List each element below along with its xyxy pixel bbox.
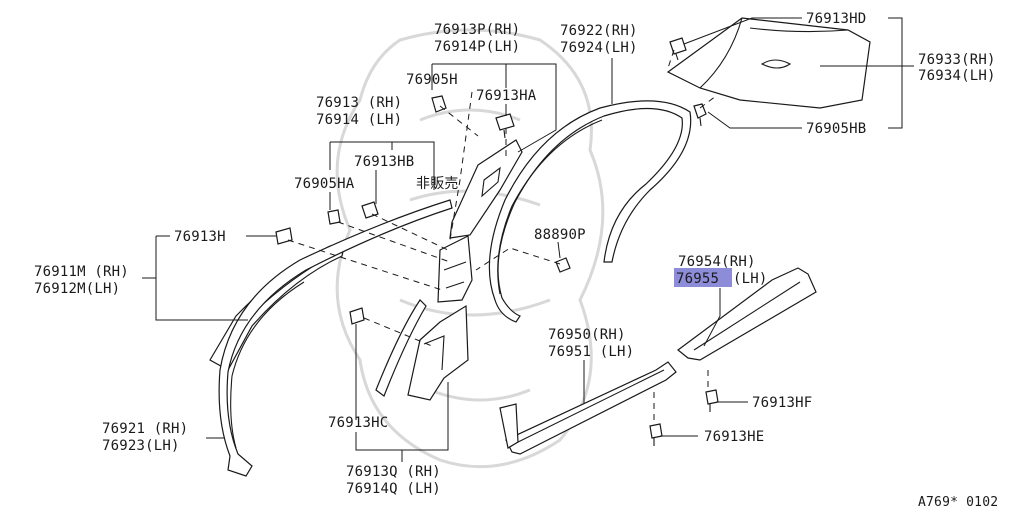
clip-76913HB[interactable] <box>361 201 379 219</box>
label-76905HB[interactable]: 76905HB <box>806 121 866 137</box>
rear-kicking-plate[interactable] <box>677 267 817 361</box>
label-76921-rh[interactable]: 76921 (RH) <box>102 421 188 437</box>
door-opening-weatherstrip[interactable] <box>488 100 692 323</box>
label-76955-lh-suffix: (LH) <box>733 271 768 287</box>
label-not-for-sale: 非販売 <box>416 176 459 192</box>
label-76913HF[interactable]: 76913HF <box>752 395 812 411</box>
label-76913HE[interactable]: 76913HE <box>704 429 764 445</box>
part-number-highlight <box>674 268 732 287</box>
label-76913HD[interactable]: 76913HD <box>806 11 866 27</box>
label-76924-lh[interactable]: 76924(LH) <box>560 40 638 56</box>
label-76913P-rh[interactable]: 76913P(RH) <box>434 22 520 38</box>
screw-76905HB[interactable] <box>693 103 707 127</box>
label-88890P[interactable]: 88890P <box>534 227 586 243</box>
center-pillar-upper[interactable] <box>449 139 523 239</box>
part-number-labels: 76913HD 76933(RH) 76934(LH) 76905HB 7692… <box>34 11 998 510</box>
label-76951-lh[interactable]: 76951 (LH) <box>548 344 634 360</box>
label-76913HC[interactable]: 76913HC <box>328 415 388 431</box>
front-kicking-plate[interactable] <box>499 361 677 455</box>
label-76934-lh[interactable]: 76934(LH) <box>918 68 996 84</box>
label-76950-rh[interactable]: 76950(RH) <box>548 327 626 343</box>
center-pillar-main[interactable] <box>437 235 473 303</box>
label-76933-rh[interactable]: 76933(RH) <box>918 52 996 68</box>
clip-76913HC[interactable] <box>349 307 365 325</box>
label-76955-highlighted[interactable]: 76955 <box>676 271 719 287</box>
label-76914-lh[interactable]: 76914 (LH) <box>316 112 402 128</box>
part-88890P[interactable] <box>555 257 571 273</box>
label-76905HA[interactable]: 76905HA <box>294 176 355 192</box>
screw-76905HA[interactable] <box>327 209 341 225</box>
clip-76913HF[interactable] <box>705 389 719 412</box>
label-76913HB[interactable]: 76913HB <box>354 154 414 170</box>
label-76913HA[interactable]: 76913HA <box>476 88 537 104</box>
clip-76913HA[interactable] <box>495 113 515 139</box>
figure-reference: A769* 0102 <box>918 495 998 510</box>
rear-parcel-trim[interactable] <box>666 17 871 109</box>
leader-lines <box>142 17 914 462</box>
label-76914Q-lh[interactable]: 76914Q (LH) <box>346 481 441 497</box>
front-weatherstrip[interactable] <box>218 199 453 477</box>
label-76913-rh[interactable]: 76913 (RH) <box>316 95 402 111</box>
label-76905H[interactable]: 76905H <box>406 72 458 88</box>
clip-76913HE[interactable] <box>649 423 663 446</box>
assembly-dashed-lines <box>287 49 717 424</box>
label-76954-rh[interactable]: 76954(RH) <box>678 254 756 270</box>
label-76913H[interactable]: 76913H <box>174 229 226 245</box>
label-76922-rh[interactable]: 76922(RH) <box>560 23 638 39</box>
label-76914P-lh[interactable]: 76914P(LH) <box>434 39 520 55</box>
lower-pillar-trim[interactable] <box>407 304 469 401</box>
label-76913Q-rh[interactable]: 76913Q (RH) <box>346 464 441 480</box>
clip-76913HD[interactable] <box>669 37 687 61</box>
label-76912M-lh[interactable]: 76912M(LH) <box>34 281 120 297</box>
cowl-side-strip[interactable] <box>375 299 427 397</box>
clip-76913H[interactable] <box>275 227 293 245</box>
label-76923-lh[interactable]: 76923(LH) <box>102 438 180 454</box>
label-76911M-rh[interactable]: 76911M (RH) <box>34 264 129 280</box>
